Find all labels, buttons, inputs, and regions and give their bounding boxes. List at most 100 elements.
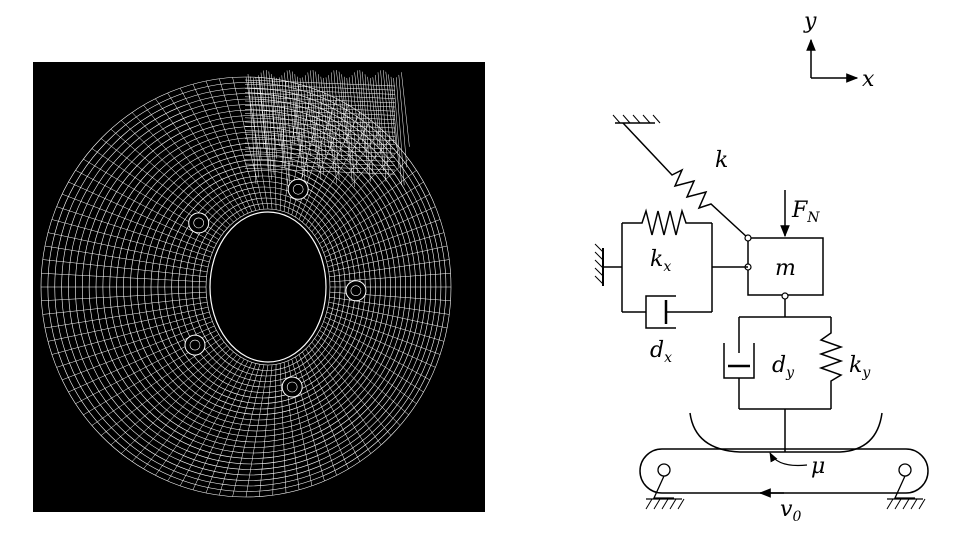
- caliper-line: [401, 72, 410, 147]
- caliper-line: [244, 151, 396, 158]
- mesh-spoke: [325, 206, 436, 258]
- mesh-spoke: [41, 291, 207, 301]
- mesh-spoke: [56, 206, 211, 258]
- caliper-line: [244, 113, 396, 120]
- bolt-hole-inner: [189, 339, 201, 351]
- bolt-hole-inner: [286, 381, 298, 393]
- caliper-mesh: [244, 70, 410, 188]
- spring-kx-label: kx: [650, 247, 671, 275]
- caliper-line: [278, 77, 288, 185]
- caliper-line: [328, 75, 337, 184]
- mesh-spoke: [219, 78, 261, 210]
- caliper-line: [244, 159, 396, 167]
- damper-dy: [723, 317, 755, 409]
- horizontal-spring-damper: [621, 208, 748, 329]
- caliper-line: [382, 70, 392, 157]
- caliper-line: [252, 77, 262, 160]
- caliper-line: [244, 142, 396, 150]
- mesh-spoke: [321, 325, 424, 393]
- caliper-line: [244, 117, 396, 125]
- mesh-spoke: [179, 88, 249, 214]
- mesh-spoke: [295, 356, 337, 476]
- y-axis-label: y: [803, 9, 817, 34]
- mesh-spoke: [314, 338, 401, 426]
- mesh-spoke: [47, 232, 209, 268]
- mass-label: m: [775, 256, 796, 281]
- caliper-line: [390, 76, 400, 168]
- mesh-spoke: [272, 364, 277, 496]
- mesh-spoke: [131, 351, 234, 462]
- damper-dy-label: dy: [772, 353, 795, 381]
- caliper-line: [320, 76, 330, 148]
- caliper-line: [369, 77, 379, 149]
- caliper-line: [395, 77, 405, 186]
- coordinate-axes: [806, 38, 859, 83]
- contact-shoe: [689, 412, 883, 453]
- caliper-line: [244, 104, 396, 112]
- mesh-spoke: [319, 170, 417, 244]
- mesh-spoke: [259, 364, 273, 497]
- caliper-line: [338, 71, 348, 144]
- mesh-spoke: [143, 354, 238, 470]
- mesh-spoke: [42, 259, 207, 278]
- mesh-spoke: [298, 105, 349, 220]
- bolt-hole-inner: [193, 217, 205, 229]
- bolt-hole-inner: [350, 285, 362, 297]
- damper-dx: [622, 295, 712, 329]
- mesh-spoke: [311, 341, 392, 436]
- brake-disc-mesh: [40, 70, 452, 498]
- friction-pointer: [769, 452, 808, 467]
- mesh-spoke: [121, 348, 231, 454]
- mesh-spoke: [298, 354, 349, 469]
- caliper-line: [385, 71, 395, 144]
- mesh-spoke: [47, 306, 209, 342]
- brake-disc-mesh-panel: [33, 62, 485, 512]
- mesh-spoke: [319, 330, 417, 404]
- center-bore: [209, 211, 327, 363]
- joint-bottom: [781, 292, 789, 300]
- mesh-spokes: [41, 76, 451, 498]
- caliper-line: [244, 121, 396, 129]
- bolt-hole: [184, 334, 206, 356]
- caliper-line: [294, 74, 304, 178]
- caliper-line: [349, 77, 358, 173]
- mesh-spoke: [279, 363, 287, 493]
- caliper-line: [299, 77, 309, 177]
- x-axis-label: x: [862, 67, 875, 92]
- mesh-spoke: [305, 348, 372, 454]
- mesh-spoke: [327, 306, 445, 342]
- mesh-spoke: [305, 120, 372, 226]
- caliper-line: [284, 72, 293, 166]
- caliper-line: [281, 75, 291, 184]
- mesh-spoke: [155, 98, 241, 218]
- mesh-spoke: [192, 84, 253, 212]
- bolt-hole-inner: [292, 184, 304, 195]
- caliper-line: [380, 70, 389, 176]
- caliper-line: [255, 77, 265, 148]
- mesh-spoke: [42, 296, 207, 315]
- caliper-line: [244, 88, 396, 95]
- mesh-spoke: [44, 301, 208, 329]
- caliper-line: [244, 83, 396, 91]
- mesh-spoke: [323, 193, 430, 253]
- mesh-spoke: [41, 273, 207, 283]
- caliper-line: [323, 77, 332, 154]
- mesh-spoke: [314, 148, 401, 236]
- caliper-line: [315, 71, 324, 175]
- caliper-line: [364, 74, 374, 175]
- mesh-spoke: [327, 232, 445, 268]
- mesh-spoke: [325, 316, 436, 368]
- caliper-line: [317, 74, 327, 159]
- caliper-line: [263, 70, 272, 180]
- caliper-line: [393, 77, 402, 186]
- spring-kx: [622, 208, 712, 236]
- mesh-spoke: [167, 92, 245, 216]
- caliper-line: [244, 163, 396, 171]
- wall-support: [594, 243, 622, 286]
- vertical-spring-damper: [723, 299, 844, 452]
- bolt-hole: [188, 212, 210, 234]
- caliper-line: [265, 70, 275, 176]
- mesh-spoke: [56, 316, 211, 368]
- mesh-spoke: [328, 245, 448, 273]
- mesh-spoke: [167, 358, 245, 482]
